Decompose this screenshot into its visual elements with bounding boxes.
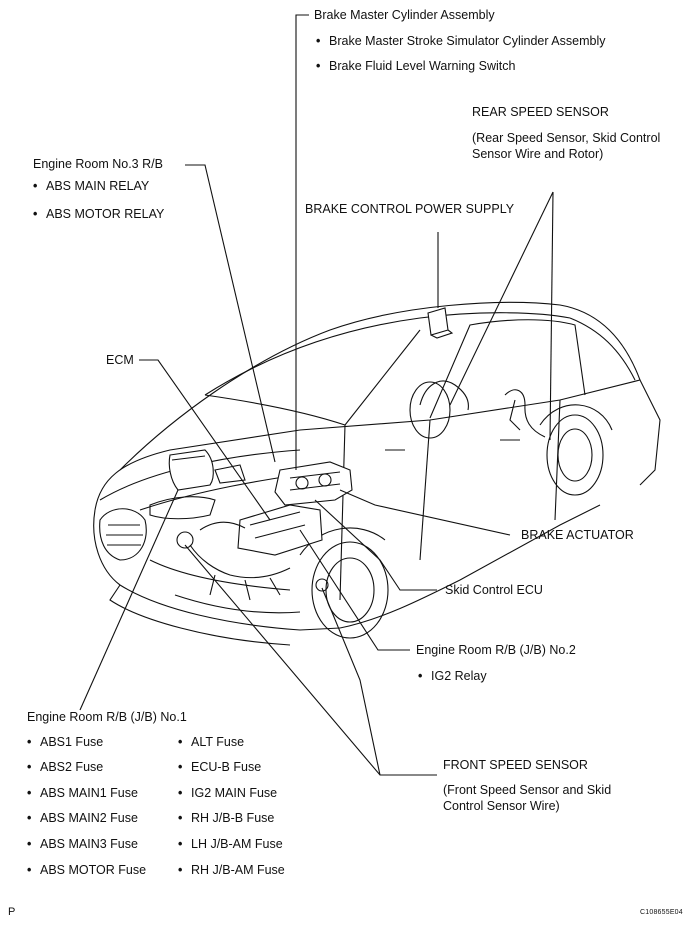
leader-lines xyxy=(79,14,554,776)
bullet: • xyxy=(27,760,32,774)
front-speed-desc-2: Control Sensor Wire) xyxy=(443,799,560,813)
item-text: LH J/B-AM Fuse xyxy=(191,837,283,851)
bullet: • xyxy=(27,863,32,877)
bullet: • xyxy=(178,837,183,851)
front-speed-sensor-label: FRONT SPEED SENSOR xyxy=(443,758,588,772)
engine-room-2-label: Engine Room R/B (J/B) No.2 xyxy=(416,643,576,657)
item-text: ABS MAIN2 Fuse xyxy=(40,811,138,825)
engine-room-1-col2-item-4: • RH J/B-B Fuse xyxy=(178,811,274,826)
engine-room-1-col1-item-5: • ABS MAIN3 Fuse xyxy=(27,837,138,852)
car-outline xyxy=(93,301,661,646)
item-text: ABS1 Fuse xyxy=(40,735,104,749)
ecm-label: ECM xyxy=(106,353,134,367)
item-text: Brake Fluid Level Warning Switch xyxy=(329,59,516,73)
item-text: IG2 Relay xyxy=(431,669,487,683)
bullet: • xyxy=(27,786,32,800)
engine-room-1-col2-item-2: • ECU-B Fuse xyxy=(178,760,261,775)
bullet: • xyxy=(178,760,183,774)
engine-room-3-item-1: • ABS MAIN RELAY xyxy=(33,179,149,194)
item-text: ABS MAIN1 Fuse xyxy=(40,786,138,800)
engine-room-2-item-1: • IG2 Relay xyxy=(418,669,487,684)
item-text: ABS2 Fuse xyxy=(40,760,104,774)
brake-actuator-label: BRAKE ACTUATOR xyxy=(521,528,634,542)
bullet: • xyxy=(27,811,32,825)
item-text: ABS MAIN RELAY xyxy=(46,179,150,193)
bullet: • xyxy=(316,59,321,73)
item-text: ALT Fuse xyxy=(191,735,245,749)
bullet: • xyxy=(178,735,183,749)
engine-room-1-col2-item-5: • LH J/B-AM Fuse xyxy=(178,837,283,852)
engine-room-1-col1-item-4: • ABS MAIN2 Fuse xyxy=(27,811,138,826)
skid-control-ecu-label: Skid Control ECU xyxy=(445,583,543,597)
front-speed-desc-1: (Front Speed Sensor and Skid xyxy=(443,783,612,797)
item-text: RH J/B-B Fuse xyxy=(191,811,275,825)
item-text: RH J/B-AM Fuse xyxy=(191,863,285,877)
engine-room-1-col2-item-1: • ALT Fuse xyxy=(178,735,244,750)
engine-room-1-col1-item-3: • ABS MAIN1 Fuse xyxy=(27,786,138,801)
rear-speed-desc-1: (Rear Speed Sensor, Skid Control xyxy=(472,131,661,145)
engine-room-1-col1-item-6: • ABS MOTOR Fuse xyxy=(27,863,146,878)
item-text: ABS MOTOR Fuse xyxy=(40,863,147,877)
bullet: • xyxy=(33,207,38,221)
bullet: • xyxy=(178,863,183,877)
rear-speed-sensor-label: REAR SPEED SENSOR xyxy=(472,105,609,119)
components xyxy=(168,307,546,601)
engine-room-1-col2-item-3: • IG2 MAIN Fuse xyxy=(178,786,277,801)
brake-master-cylinder-label: Brake Master Cylinder Assembly xyxy=(314,8,495,22)
figure-id: C108655E04 xyxy=(640,909,683,916)
bullet: • xyxy=(178,811,183,825)
engine-room-1-col2-item-6: • RH J/B-AM Fuse xyxy=(178,863,285,878)
bullet: • xyxy=(178,786,183,800)
bullet: • xyxy=(316,34,321,48)
footer-left-code: P xyxy=(8,906,16,918)
item-text: ABS MOTOR RELAY xyxy=(46,207,165,221)
item-text: ECU-B Fuse xyxy=(191,760,262,774)
item-text: Brake Master Stroke Simulator Cylinder A… xyxy=(329,34,606,48)
bullet: • xyxy=(33,179,38,193)
engine-room-1-col1-item-2: • ABS2 Fuse xyxy=(27,760,103,775)
brake-master-item-1: • Brake Master Stroke Simulator Cylinder … xyxy=(316,34,605,49)
engine-room-1-col1-item-1: • ABS1 Fuse xyxy=(27,735,103,750)
engine-room-3-item-2: • ABS MOTOR RELAY xyxy=(33,207,164,222)
bullet: • xyxy=(27,735,32,749)
item-text: IG2 MAIN Fuse xyxy=(191,786,278,800)
bullet: • xyxy=(27,837,32,851)
brake-control-power-supply-label: BRAKE CONTROL POWER SUPPLY xyxy=(305,202,515,216)
brake-master-item-2: • Brake Fluid Level Warning Switch xyxy=(316,59,515,74)
item-text: ABS MAIN3 Fuse xyxy=(40,837,138,851)
bullet: • xyxy=(418,669,423,683)
engine-room-3-label: Engine Room No.3 R/B xyxy=(33,157,163,171)
rear-speed-desc-2: Sensor Wire and Rotor) xyxy=(472,147,604,161)
engine-room-1-label: Engine Room R/B (J/B) No.1 xyxy=(27,710,187,724)
